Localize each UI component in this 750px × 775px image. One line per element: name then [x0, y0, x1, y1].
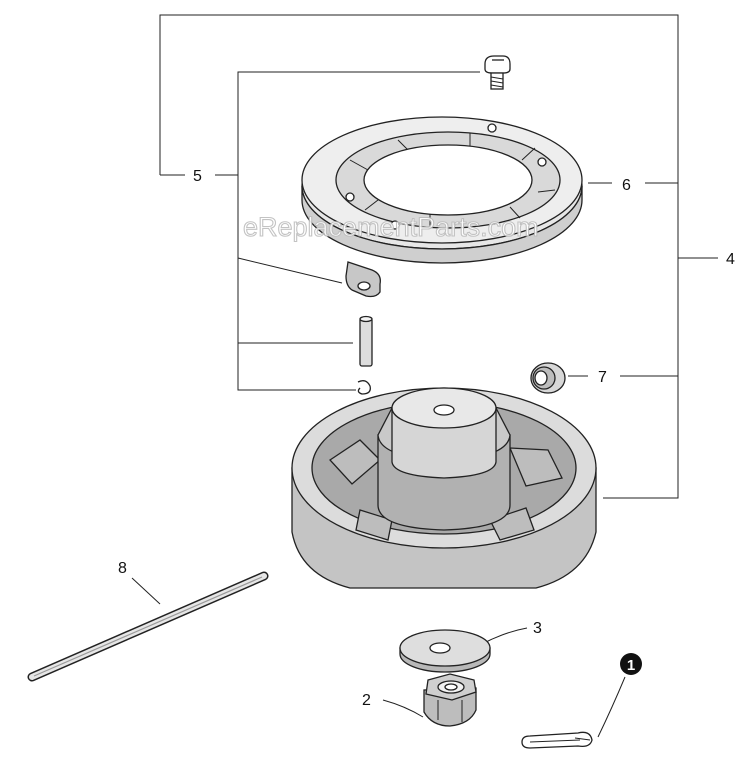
cam-lever [345, 261, 381, 298]
callout-8: 8 [118, 560, 127, 577]
leader-lines [131, 14, 718, 738]
spring-clip [357, 380, 371, 395]
callout-labels: 5 6 4 7 8 3 2 1 [118, 168, 735, 709]
spool-housing [291, 387, 597, 589]
callout-6: 6 [622, 177, 631, 194]
callout-7: 7 [598, 369, 607, 386]
callout-3: 3 [533, 620, 542, 637]
spool-cover [301, 116, 583, 264]
callout-5: 5 [193, 168, 202, 185]
callout-4: 4 [726, 251, 735, 268]
watermark-text: eReplacementParts.com [243, 212, 539, 242]
callout-2: 2 [362, 692, 371, 709]
cotter-pin [521, 731, 593, 749]
washer [399, 629, 491, 673]
trimmer-line [27, 571, 269, 682]
nut [423, 673, 477, 727]
callout-1-badge [620, 653, 642, 675]
screw [484, 55, 511, 90]
pin [359, 315, 373, 367]
bushing [530, 362, 566, 394]
callout-1: 1 [627, 657, 635, 674]
